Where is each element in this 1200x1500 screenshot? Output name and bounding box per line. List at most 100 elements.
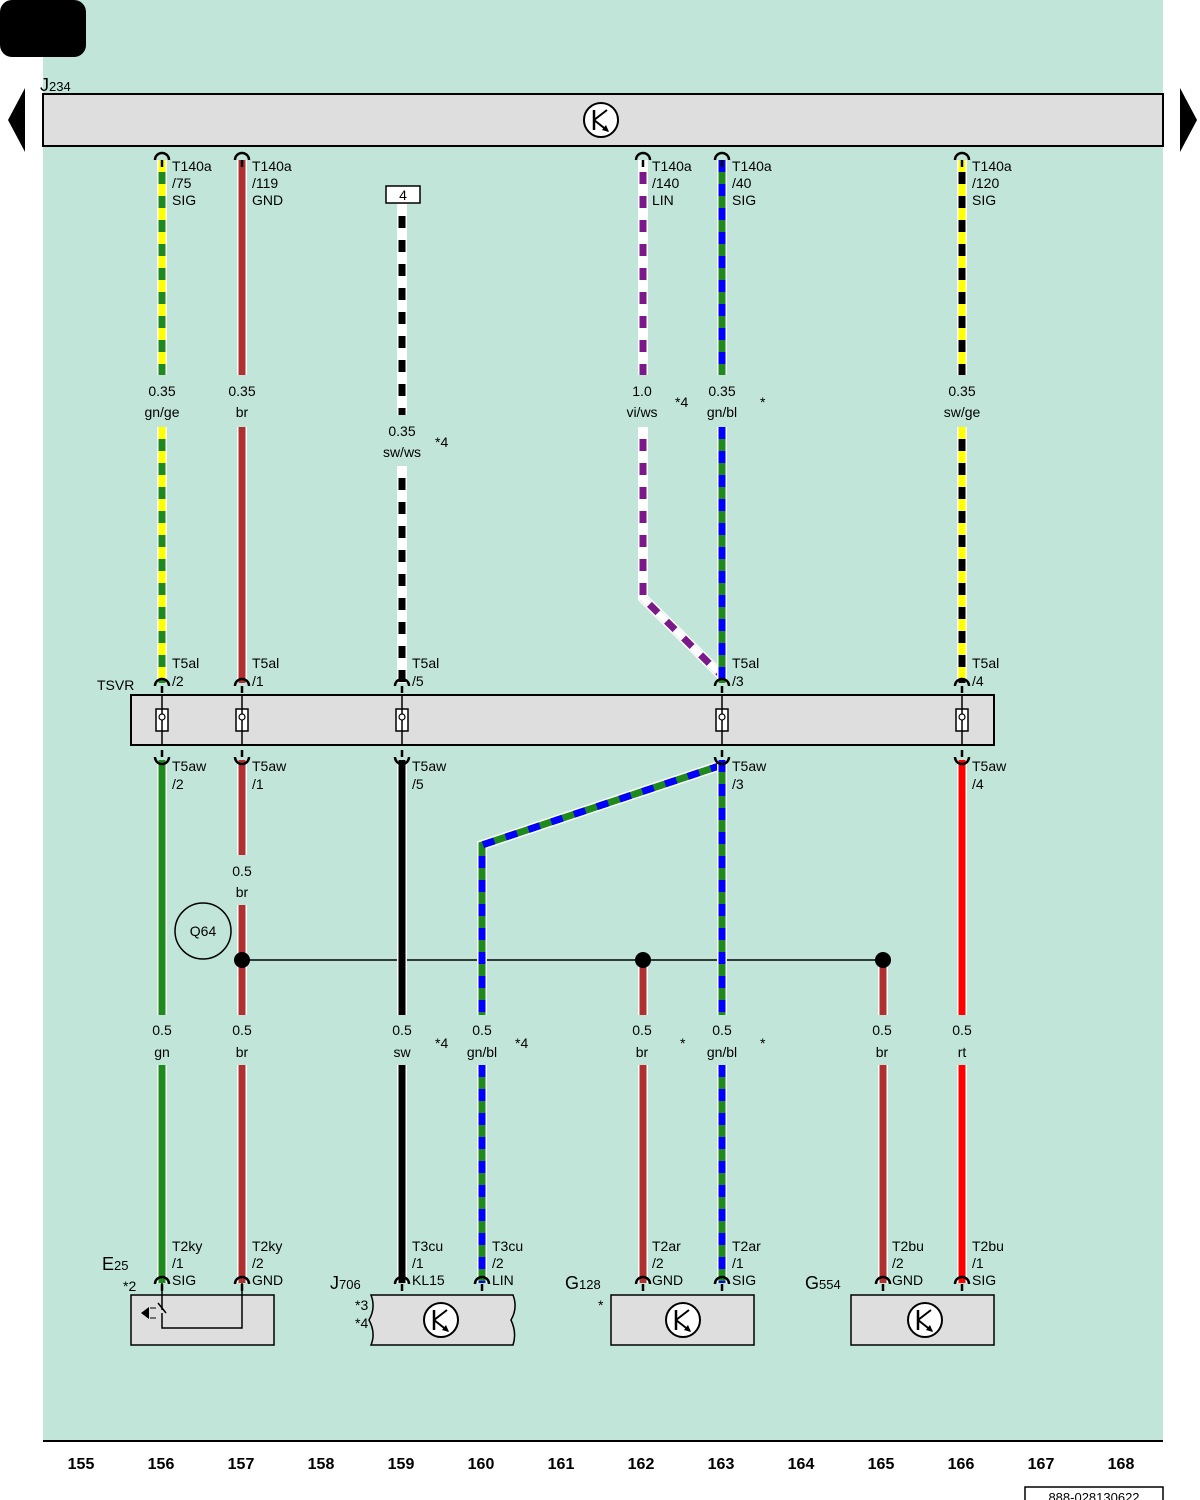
wire-spec-156-bottom: 0.5 gn (152, 1022, 172, 1060)
svg-text:/40: /40 (732, 175, 752, 191)
svg-text:0.5: 0.5 (872, 1022, 892, 1038)
svg-text:0.5: 0.5 (632, 1022, 652, 1038)
connector-bottom-165 (874, 1275, 892, 1285)
svg-text:*4: *4 (355, 1315, 368, 1331)
svg-text:/3: /3 (732, 673, 744, 689)
svg-text:/5: /5 (412, 673, 424, 689)
connector-bottom-157 (233, 1275, 251, 1285)
bottom-pin-label-159: T3cu /1 KL15 (412, 1238, 445, 1288)
svg-text:/4: /4 (972, 776, 984, 792)
bottom-pin-label-157: T2ky /2 GND (252, 1238, 283, 1288)
component-g128: G128 * (565, 1273, 755, 1346)
connector-t140a-156 (153, 151, 171, 161)
svg-text:/119: /119 (252, 175, 278, 191)
tsvr-pin-dot-156 (158, 713, 166, 721)
t5al-label-166: T5al /4 (972, 655, 999, 689)
svg-text:/5: /5 (412, 776, 424, 792)
splice-dot (635, 952, 651, 968)
svg-text:T2ky: T2ky (172, 1238, 202, 1254)
svg-text:0.5: 0.5 (392, 1022, 412, 1038)
svg-text:*: * (760, 1035, 766, 1051)
tsvr-pin-dot-163 (718, 713, 726, 721)
svg-text:T5al: T5al (412, 655, 439, 671)
sensor-icon (907, 1302, 943, 1338)
t5al-label-163: T5al /3 (732, 655, 759, 689)
column-number: 161 (548, 1456, 575, 1473)
connector-bottom-159 (393, 1275, 411, 1285)
wire-spec-163-bottom: 0.5 gn/bl * (707, 1022, 766, 1060)
column-number: 158 (308, 1456, 335, 1473)
svg-text:T5al: T5al (252, 655, 279, 671)
svg-text:T2ar: T2ar (652, 1238, 681, 1254)
svg-text:br: br (236, 404, 249, 420)
t5al-label-156: T5al /2 (172, 655, 199, 689)
svg-text:/2: /2 (652, 1255, 664, 1271)
svg-text:/120: /120 (972, 175, 999, 191)
component-j706: J706 *3 *4 (330, 1273, 516, 1346)
splice-dot (875, 952, 891, 968)
svg-text:gn/bl: gn/bl (707, 404, 737, 420)
svg-text:SIG: SIG (172, 1272, 196, 1288)
svg-text:*: * (760, 394, 766, 410)
wire-spec-163-top: 0.35 gn/bl * (707, 383, 766, 420)
control-unit-icon (423, 1302, 459, 1338)
page-badge (0, 0, 86, 57)
connector-t5al-166 (953, 677, 971, 687)
connector-t140a-163 (713, 151, 731, 161)
next-page-arrow-icon[interactable] (1180, 88, 1197, 152)
svg-text:0.5: 0.5 (232, 863, 252, 879)
svg-text:/1: /1 (972, 1255, 984, 1271)
top-pin-label-156: T140a /75 SIG (172, 158, 212, 208)
svg-text:/1: /1 (412, 1255, 424, 1271)
svg-text:LIN: LIN (492, 1272, 514, 1288)
wire-spec-157-top: 0.35 br (228, 383, 255, 420)
column-number: 157 (228, 1456, 255, 1473)
connector-t5aw-159 (393, 756, 411, 766)
svg-text:0.35: 0.35 (388, 423, 415, 439)
wire-spec-162-bottom: 0.5 br * (632, 1022, 686, 1060)
tsvr-box (130, 694, 995, 746)
svg-text:GND: GND (252, 192, 283, 208)
svg-text:*4: *4 (675, 394, 688, 410)
wires (157, 160, 967, 1283)
svg-text:vi/ws: vi/ws (626, 404, 657, 420)
connector-t140a-162 (634, 151, 652, 161)
wire-160-bottom-a (477, 760, 724, 1015)
t5aw-label-163: T5aw /3 (732, 758, 767, 792)
svg-text:SIG: SIG (972, 192, 996, 208)
svg-text:/4: /4 (972, 673, 984, 689)
connector-t5aw-157 (233, 756, 251, 766)
tsvr-pin-dot-157 (238, 713, 246, 721)
prev-page-arrow-icon[interactable] (8, 88, 25, 152)
column-number: 168 (1108, 1456, 1135, 1473)
svg-text:0.5: 0.5 (952, 1022, 972, 1038)
svg-text:sw/ws: sw/ws (383, 444, 421, 460)
t5al-label-157: T5al /1 (252, 655, 279, 689)
svg-text:/140: /140 (652, 175, 679, 191)
svg-text:rt: rt (958, 1044, 967, 1060)
column-number: 156 (148, 1456, 175, 1473)
wire-spec-160-bottom: 0.5 gn/bl *4 (467, 1022, 529, 1060)
svg-text:GND: GND (892, 1272, 923, 1288)
wire-spec-156-top: 0.35 gn/ge (144, 383, 179, 420)
bottom-pin-label-160: T3cu /2 LIN (492, 1238, 523, 1288)
svg-text:/1: /1 (252, 776, 264, 792)
svg-text:gn/bl: gn/bl (467, 1044, 497, 1060)
column-number: 159 (388, 1456, 415, 1473)
svg-text:0.35: 0.35 (948, 383, 975, 399)
svg-text:br: br (236, 1044, 249, 1060)
component-e25-label: E25 (102, 1254, 128, 1274)
svg-text:T3cu: T3cu (492, 1238, 523, 1254)
svg-text:*: * (680, 1035, 686, 1051)
connector-bottom-166 (953, 1275, 971, 1285)
tsvr-label: TSVR (97, 677, 134, 693)
svg-text:SIG: SIG (172, 192, 196, 208)
wire-spec-159-bottom: 0.5 sw *4 (392, 1022, 448, 1060)
svg-text:T2bu: T2bu (972, 1238, 1004, 1254)
svg-text:T3cu: T3cu (412, 1238, 443, 1254)
svg-text:T5aw: T5aw (412, 758, 447, 774)
svg-text:0.5: 0.5 (152, 1022, 172, 1038)
svg-text:T5al: T5al (972, 655, 999, 671)
svg-text:T140a: T140a (652, 158, 692, 174)
top-pin-label-157: T140a /119 GND (252, 158, 292, 208)
